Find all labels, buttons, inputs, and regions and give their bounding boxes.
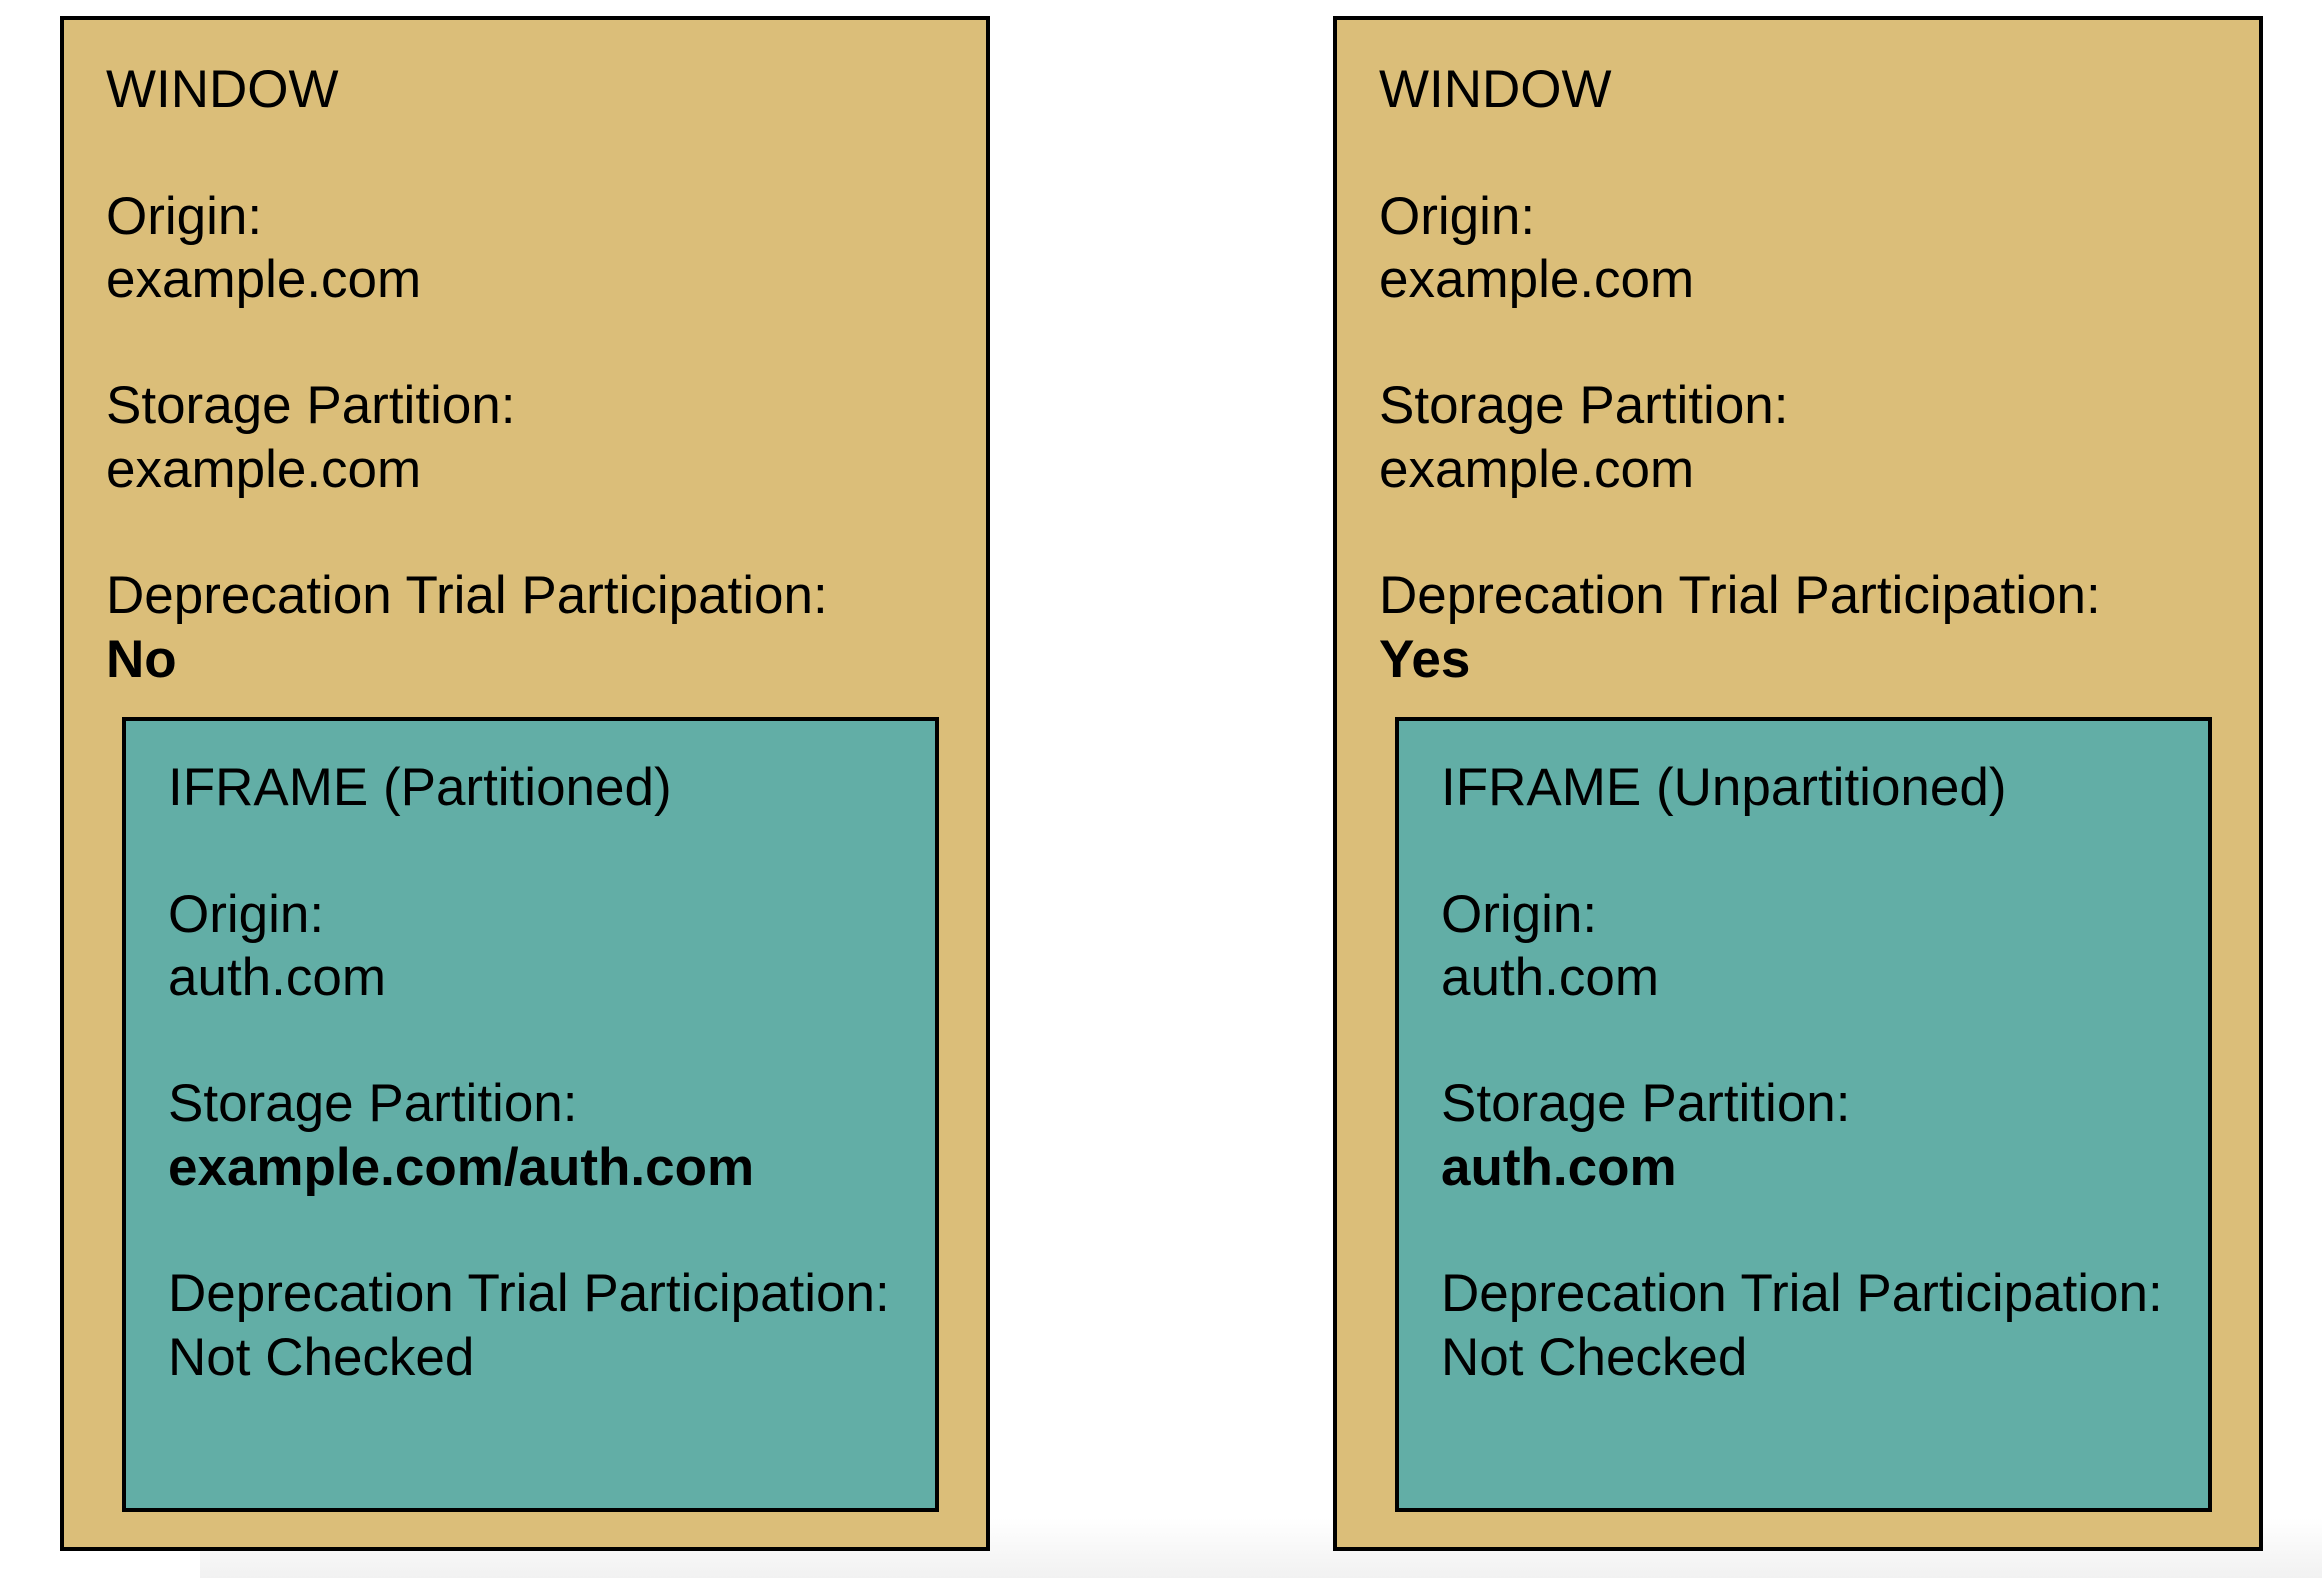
- trial-label: Deprecation Trial Participation:: [168, 1264, 890, 1324]
- storage-value: example.com: [106, 439, 422, 499]
- storage-label: Storage Partition:: [1441, 1074, 1851, 1134]
- trial-value: No: [106, 629, 177, 689]
- storage-value: auth.com: [1441, 1137, 1677, 1197]
- storage-label: Storage Partition:: [168, 1074, 578, 1134]
- origin-value: auth.com: [168, 947, 387, 1007]
- origin-label: Origin:: [1379, 186, 1536, 246]
- storage-value: example.com/auth.com: [168, 1137, 755, 1197]
- trial-label: Deprecation Trial Participation:: [1441, 1264, 2163, 1324]
- origin-value: auth.com: [1441, 947, 1660, 1007]
- iframe-box-left: IFRAME (Partitioned) Origin: auth.com St…: [122, 717, 939, 1512]
- trial-label: Deprecation Trial Participation:: [106, 566, 828, 626]
- origin-value: example.com: [106, 249, 422, 309]
- window-box-left: WINDOW Origin: example.com Storage Parti…: [60, 16, 990, 1551]
- window-title: WINDOW: [106, 60, 339, 119]
- storage-value: example.com: [1379, 439, 1695, 499]
- iframe-text: IFRAME (Partitioned) Origin: auth.com St…: [168, 756, 890, 1389]
- iframe-title: IFRAME (Unpartitioned): [1441, 758, 2007, 817]
- origin-label: Origin:: [168, 884, 325, 944]
- iframe-title: IFRAME (Partitioned): [168, 758, 672, 817]
- window-title: WINDOW: [1379, 60, 1612, 119]
- origin-label: Origin:: [106, 186, 263, 246]
- trial-label: Deprecation Trial Participation:: [1379, 566, 2101, 626]
- trial-value: Yes: [1379, 629, 1471, 689]
- trial-value: Not Checked: [168, 1327, 475, 1387]
- window-box-right: WINDOW Origin: example.com Storage Parti…: [1333, 16, 2263, 1551]
- trial-value: Not Checked: [1441, 1327, 1748, 1387]
- iframe-text: IFRAME (Unpartitioned) Origin: auth.com …: [1441, 756, 2163, 1389]
- origin-label: Origin:: [1441, 884, 1598, 944]
- storage-label: Storage Partition:: [106, 376, 516, 436]
- window-text: WINDOW Origin: example.com Storage Parti…: [1379, 58, 2101, 691]
- iframe-box-right: IFRAME (Unpartitioned) Origin: auth.com …: [1395, 717, 2212, 1512]
- storage-label: Storage Partition:: [1379, 376, 1789, 436]
- window-text: WINDOW Origin: example.com Storage Parti…: [106, 58, 828, 691]
- origin-value: example.com: [1379, 249, 1695, 309]
